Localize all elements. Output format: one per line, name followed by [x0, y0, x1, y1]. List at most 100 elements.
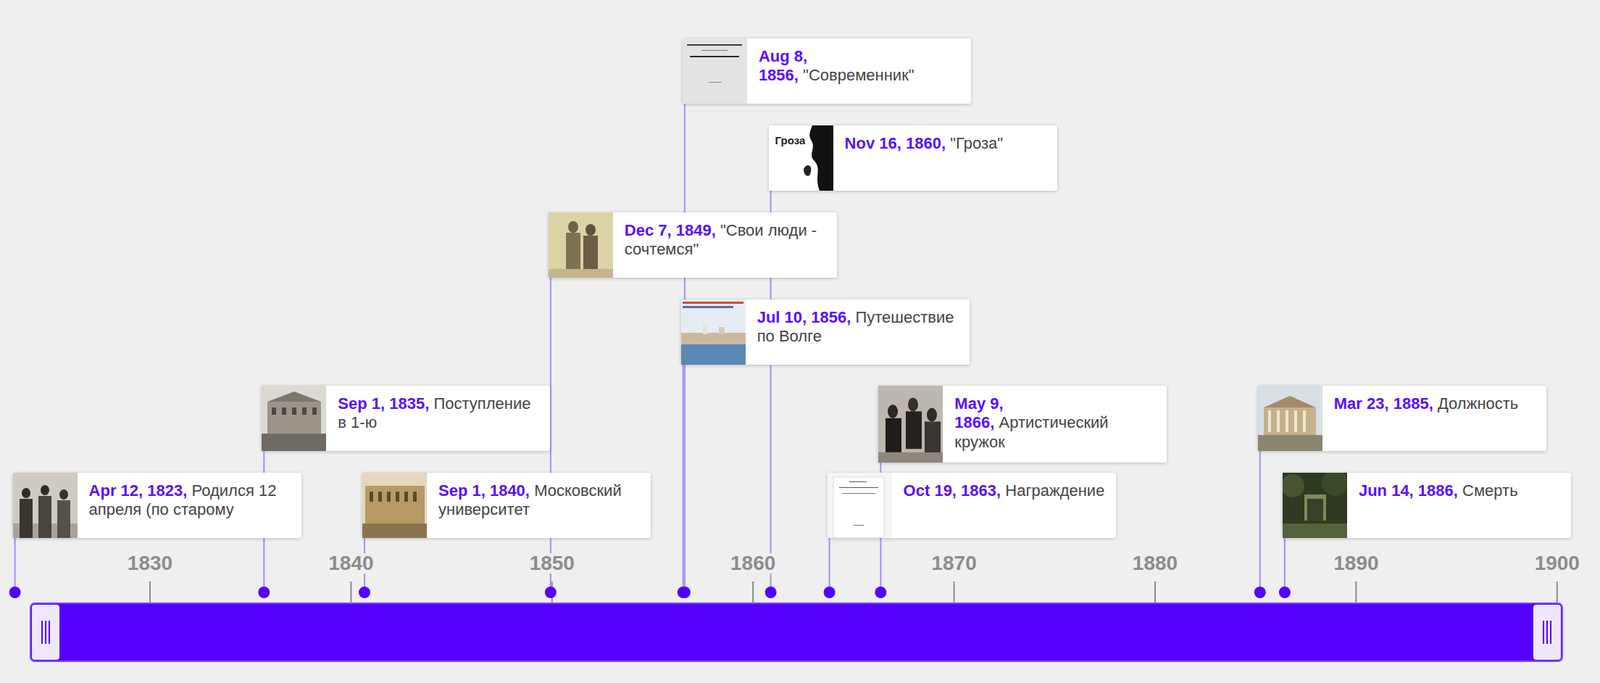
thumbnail-shape [827, 472, 893, 538]
thumbnail-shape [378, 491, 382, 502]
event-thumbnail [13, 472, 78, 538]
event-text-block: Jul 10, 1856,Путешествие по Волге [757, 299, 963, 354]
thumbnail-shape [701, 50, 728, 51]
event-card: Nov 16, 1860,"Гроза" [768, 125, 1058, 191]
event-date: Aug 8, 1856, [758, 47, 808, 85]
event-text-block: Sep 1, 1840,Московский университет [438, 472, 644, 527]
axis-year-label: 1870 [928, 552, 979, 574]
thumbnail-shape [1294, 410, 1298, 432]
axis-year-label: 1840 [326, 552, 376, 574]
axis-tick [149, 581, 151, 603]
axis-year-label: 1860 [728, 552, 778, 574]
thumbnail-shape [413, 491, 417, 502]
thumbnail-shape [38, 495, 52, 538]
event-date: May 9, 1866, [954, 394, 1003, 432]
event-card: Jun 14, 1886,Смерть [1282, 472, 1572, 538]
event-thumbnail [1282, 472, 1348, 538]
event-text-block: Apr 12, 1823,Родился 12 апреля (по старо… [89, 472, 295, 527]
thumbnail-shape [261, 385, 327, 451]
thumbnail-shape [1257, 385, 1323, 451]
thumbnail-shape [842, 492, 876, 494]
handle-grip [48, 620, 50, 644]
axis-tick [1154, 581, 1156, 603]
axis-tick [752, 581, 754, 603]
thumbnail-shape [878, 452, 943, 463]
thumbnail-shape [302, 407, 307, 415]
thumbnail-shape [40, 484, 50, 495]
event-card: Jul 10, 1856,Путешествие по Волге [681, 299, 970, 365]
event-thumbnail [827, 472, 893, 538]
thumbnail-shape [878, 385, 943, 463]
thumbnail-shape [907, 397, 919, 411]
thumbnail-shape [1302, 410, 1306, 432]
thumbnail-shape [718, 326, 725, 335]
thumbnail-shape [833, 476, 885, 538]
thumbnail-shape [1307, 498, 1324, 521]
event-card: Sep 1, 1835,Поступление в 1-ю [261, 385, 550, 451]
event-dot [765, 586, 777, 598]
thumbnail-shape [585, 223, 596, 236]
thumbnail-shape [1257, 434, 1323, 451]
event-dot [823, 586, 836, 598]
event-text-block: May 9, 1866,Артистический кружок [954, 385, 1160, 459]
thumbnail-shape [1282, 523, 1348, 538]
thumbnail-shape [702, 323, 708, 335]
thumbnail-shape [583, 235, 598, 269]
handle-grip [44, 620, 47, 644]
event-card: Sep 1, 1840,Московский университет [362, 472, 651, 538]
event-date: Jul 10, 1856, [757, 307, 852, 327]
axis-tick [350, 581, 352, 603]
axis-year-label: 1830 [125, 552, 175, 574]
event-date: Jun 14, 1886, [1358, 481, 1458, 500]
thumbnail-shape [681, 344, 746, 365]
thumbnail-shape [312, 407, 317, 415]
thumbnail-shape [809, 125, 834, 191]
thumbnail-shape [57, 500, 71, 538]
thumbnail-shape [59, 489, 69, 500]
thumbnail-shape [568, 221, 579, 233]
event-card: Aug 8, 1856,"Современник" [682, 38, 972, 104]
thumbnail-shape [708, 81, 722, 83]
thumbnail-shape [21, 487, 31, 498]
thumbnail-shape [548, 212, 614, 278]
axis-tick [1355, 581, 1357, 603]
thumbnail-shape [839, 486, 879, 488]
event-text-block: Sep 1, 1835,Поступление в 1-ю [337, 385, 543, 440]
thumbnail-title: Гроза [775, 134, 806, 146]
event-date: Nov 16, 1860, [844, 134, 946, 153]
axis-year-label: 1880 [1130, 552, 1180, 574]
event-dot [9, 586, 22, 598]
event-dot [257, 586, 270, 598]
axis-year-label: 1890 [1331, 552, 1381, 574]
event-thumbnail [261, 385, 327, 451]
thumbnail-shape [1263, 395, 1316, 408]
event-date: Apr 12, 1823, [89, 481, 188, 500]
thumbnail-shape [13, 472, 78, 538]
event-thumbnail [548, 212, 614, 278]
event-date: Sep 1, 1840, [438, 481, 530, 500]
handle-grip [1550, 620, 1552, 644]
thumbnail-shape [292, 407, 297, 415]
event-thumbnail [681, 299, 746, 365]
handle-grip [1542, 620, 1545, 644]
thumbnail-shape [19, 498, 33, 538]
thumbnail-shape [267, 401, 322, 434]
range-handle [31, 604, 60, 660]
thumbnail-shape [261, 433, 327, 451]
event-dot [1254, 586, 1266, 598]
event-thumbnail [1257, 385, 1323, 451]
event-text-block: Aug 8, 1856,"Современник" [758, 38, 964, 93]
thumbnail-shape [853, 524, 864, 526]
thumbnail-shape [281, 407, 287, 415]
thumbnail-shape [1285, 410, 1289, 432]
thumbnail-shape [689, 55, 740, 58]
thumbnail-shape [395, 491, 400, 502]
event-thumbnail [362, 472, 427, 538]
thumbnail-shape [1304, 494, 1327, 521]
thumbnail-shape [386, 491, 391, 502]
event-description: Смерть [1462, 481, 1519, 500]
event-text-block: Dec 7, 1849,"Свои люди - сочтемся" [624, 212, 830, 267]
thumbnail-shape [362, 472, 427, 538]
thumbnail-shape [682, 38, 748, 104]
